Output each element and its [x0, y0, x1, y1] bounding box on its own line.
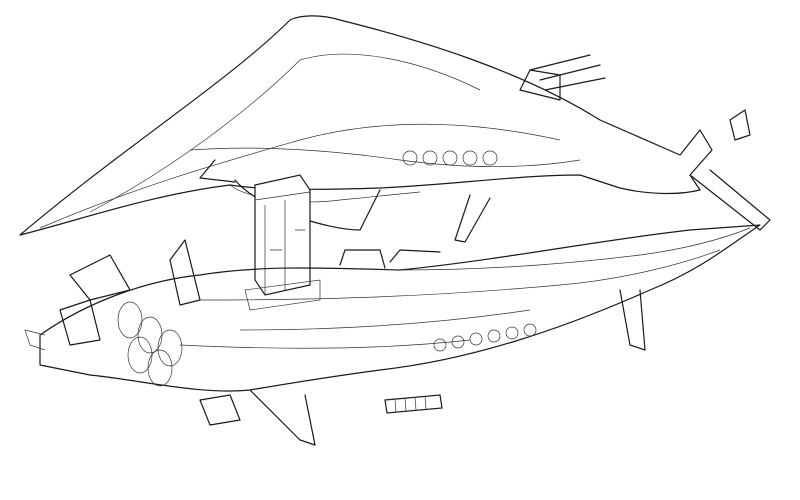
spaceship-upper [19, 15, 771, 243]
porthole-row-upper [402, 150, 498, 166]
porthole-row-lower [433, 323, 537, 352]
engine-cluster [117, 301, 183, 387]
cylinder-module [384, 394, 443, 414]
spaceship-lower [24, 224, 761, 446]
tower-module [244, 174, 321, 311]
